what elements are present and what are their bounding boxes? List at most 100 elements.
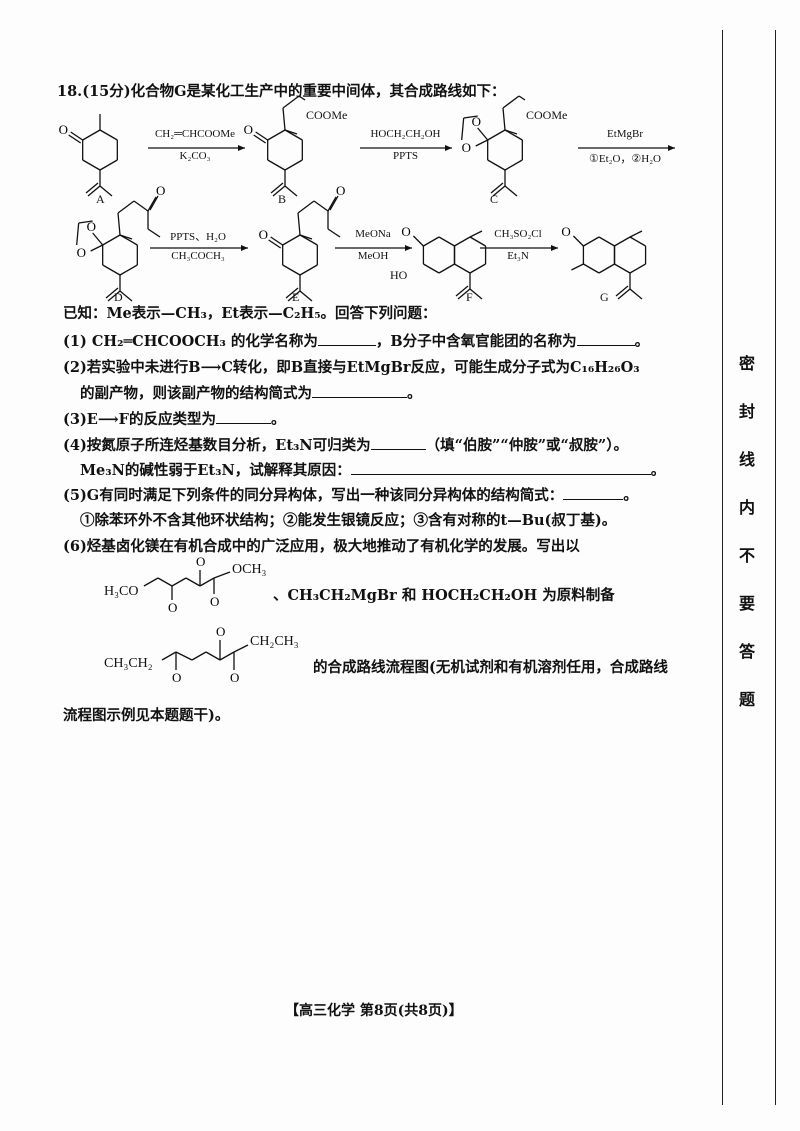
q3-text-a: (3)E⟶F的反应类型为 bbox=[63, 411, 216, 428]
ring-bond bbox=[629, 236, 646, 247]
arrow-head bbox=[238, 145, 245, 151]
label-B: B bbox=[278, 192, 287, 206]
bond bbox=[213, 571, 231, 579]
oxygen-atom: O bbox=[156, 183, 165, 198]
question-2-cont: 的副产物，则该副产物的结构简式为 。 bbox=[80, 382, 422, 403]
bond bbox=[191, 651, 207, 661]
substituent-B: COOMe bbox=[306, 108, 348, 122]
bond bbox=[147, 196, 157, 212]
reagent-3-top: EtMgBr bbox=[606, 128, 644, 140]
q4-answer-1[interactable] bbox=[370, 435, 426, 450]
reagent-6-bottom: Et₃N bbox=[507, 250, 529, 262]
arrow-head bbox=[241, 245, 248, 251]
margin-char: 封 bbox=[739, 402, 756, 421]
bond bbox=[297, 200, 315, 214]
question-2: (2)若实验中未进行B⟶C转化，即B直接与EtMgBr反应，可能生成分子式为C₁… bbox=[63, 359, 640, 376]
reagent-5-top: MeONa bbox=[355, 228, 391, 240]
reagent-5-bottom: MeOH bbox=[357, 250, 389, 262]
q5-answer[interactable] bbox=[563, 485, 624, 500]
double-bond bbox=[107, 290, 121, 302]
double-bond bbox=[87, 185, 101, 197]
bond bbox=[117, 200, 135, 214]
ring-bond bbox=[82, 129, 101, 141]
bond bbox=[78, 220, 93, 224]
q2-text-b: 的副产物，则该副产物的结构简式为 bbox=[80, 385, 312, 402]
bond bbox=[299, 290, 313, 302]
bond bbox=[463, 115, 478, 119]
oxygen-atom: O bbox=[401, 224, 410, 239]
q5-text-b: 。 bbox=[623, 487, 638, 504]
q4-text-c: Me₃N的碱性弱于Et₃N，试解释其原因： bbox=[80, 462, 351, 479]
bond bbox=[70, 131, 84, 141]
ring-bond bbox=[102, 264, 121, 276]
bond bbox=[117, 212, 121, 236]
double-bond bbox=[457, 288, 471, 300]
q6-molecule-1-left: H₃CO bbox=[104, 584, 139, 599]
reagent-4-top: PPTS、H₂O bbox=[170, 231, 226, 243]
bond bbox=[92, 232, 104, 246]
bond bbox=[219, 651, 235, 661]
q2-text-c: 。 bbox=[407, 385, 422, 402]
margin-char: 内 bbox=[739, 498, 756, 517]
ring-bond bbox=[438, 263, 455, 274]
reagent-1-top: CH₂═CHCOOMe bbox=[154, 128, 236, 140]
bond bbox=[329, 195, 339, 211]
bond bbox=[157, 577, 173, 587]
bond bbox=[171, 577, 187, 587]
label-C: C bbox=[490, 192, 499, 206]
label-A: A bbox=[96, 192, 105, 206]
q6-text-b: 、CH₃CH₂MgBr 和 HOCH₂CH₂OH 为原料制备 bbox=[273, 587, 615, 604]
bond bbox=[253, 134, 267, 144]
ring-bond bbox=[504, 129, 523, 141]
oxygen-atom: O bbox=[462, 140, 471, 155]
bond bbox=[147, 228, 161, 238]
ring-bond bbox=[423, 236, 440, 247]
q2-answer[interactable] bbox=[312, 383, 407, 398]
ring-bond bbox=[423, 263, 440, 274]
bond bbox=[68, 134, 82, 144]
ring-bond bbox=[469, 236, 486, 247]
reagent-6-top: CH₃SO₂Cl bbox=[494, 228, 542, 240]
bond bbox=[268, 239, 282, 249]
ring-bond bbox=[99, 129, 118, 141]
methyl-bond bbox=[469, 230, 483, 238]
ring-bond bbox=[282, 234, 301, 246]
q4-answer-2[interactable] bbox=[350, 460, 651, 475]
oxygen-atom: O bbox=[87, 219, 96, 234]
label-F: F bbox=[466, 290, 473, 304]
ring-bond bbox=[504, 159, 523, 171]
oxygen-atom: O bbox=[59, 122, 68, 137]
bond bbox=[298, 95, 306, 101]
bond bbox=[327, 196, 337, 212]
double-bond bbox=[105, 287, 119, 299]
oxygen-atom: O bbox=[244, 122, 253, 137]
q3-answer[interactable] bbox=[215, 409, 271, 424]
q6-molecule-2-right: CH₂CH₃ bbox=[250, 634, 299, 649]
q5-text-a: (5)G有同时满足下列条件的同分异构体，写出一种该同分异构体的结构简式： bbox=[63, 487, 564, 504]
ring-bond bbox=[614, 263, 631, 274]
oxygen-atom: O bbox=[472, 114, 481, 129]
oxygen-atom: O bbox=[259, 227, 268, 242]
label-E: E bbox=[292, 290, 300, 304]
ring-bond bbox=[614, 236, 631, 247]
double-bond bbox=[285, 287, 299, 299]
q6-molecule-1-right: OCH₃ bbox=[232, 562, 267, 577]
margin-char: 密 bbox=[739, 354, 756, 373]
q1-answer-1[interactable] bbox=[317, 331, 376, 346]
atom-HO-F: HO bbox=[390, 268, 408, 282]
substituent-C: COOMe bbox=[526, 108, 568, 122]
q6-molecule-2-left: CH₃CH₂ bbox=[104, 656, 153, 671]
ring-bond bbox=[487, 129, 506, 141]
bond bbox=[461, 117, 465, 141]
double-bond bbox=[85, 182, 99, 194]
methyl-bond bbox=[284, 129, 298, 135]
ring-bond bbox=[299, 264, 318, 276]
double-bond bbox=[270, 182, 284, 194]
q1-answer-2[interactable] bbox=[576, 331, 635, 346]
bond bbox=[282, 107, 286, 131]
oxygen-atom: O bbox=[77, 245, 86, 260]
bond bbox=[205, 651, 221, 661]
margin-char: 题 bbox=[739, 690, 756, 709]
methyl-bond bbox=[629, 230, 643, 238]
